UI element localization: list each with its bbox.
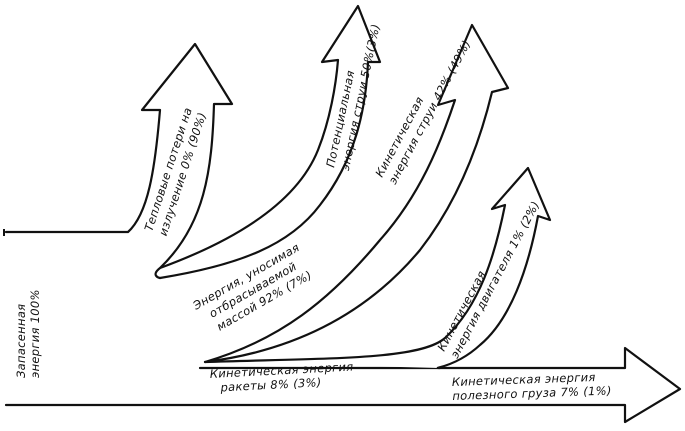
heat-loss-arrow — [4, 42, 234, 280]
jet-energy-arrow — [203, 23, 510, 364]
engine-energy-arrow — [203, 166, 552, 370]
stored-energy-label: Запасенная энергия 100% — [14, 289, 42, 378]
potential-energy-arrow — [158, 4, 382, 280]
payload-kinetic-energy-label: Кинетическая энергия полезного груза 7% … — [452, 369, 612, 403]
payload-energy-arrow — [4, 346, 682, 424]
rocket-kinetic-energy-label: Кинетическая энергия ракеты 8% (3%) — [209, 359, 358, 395]
